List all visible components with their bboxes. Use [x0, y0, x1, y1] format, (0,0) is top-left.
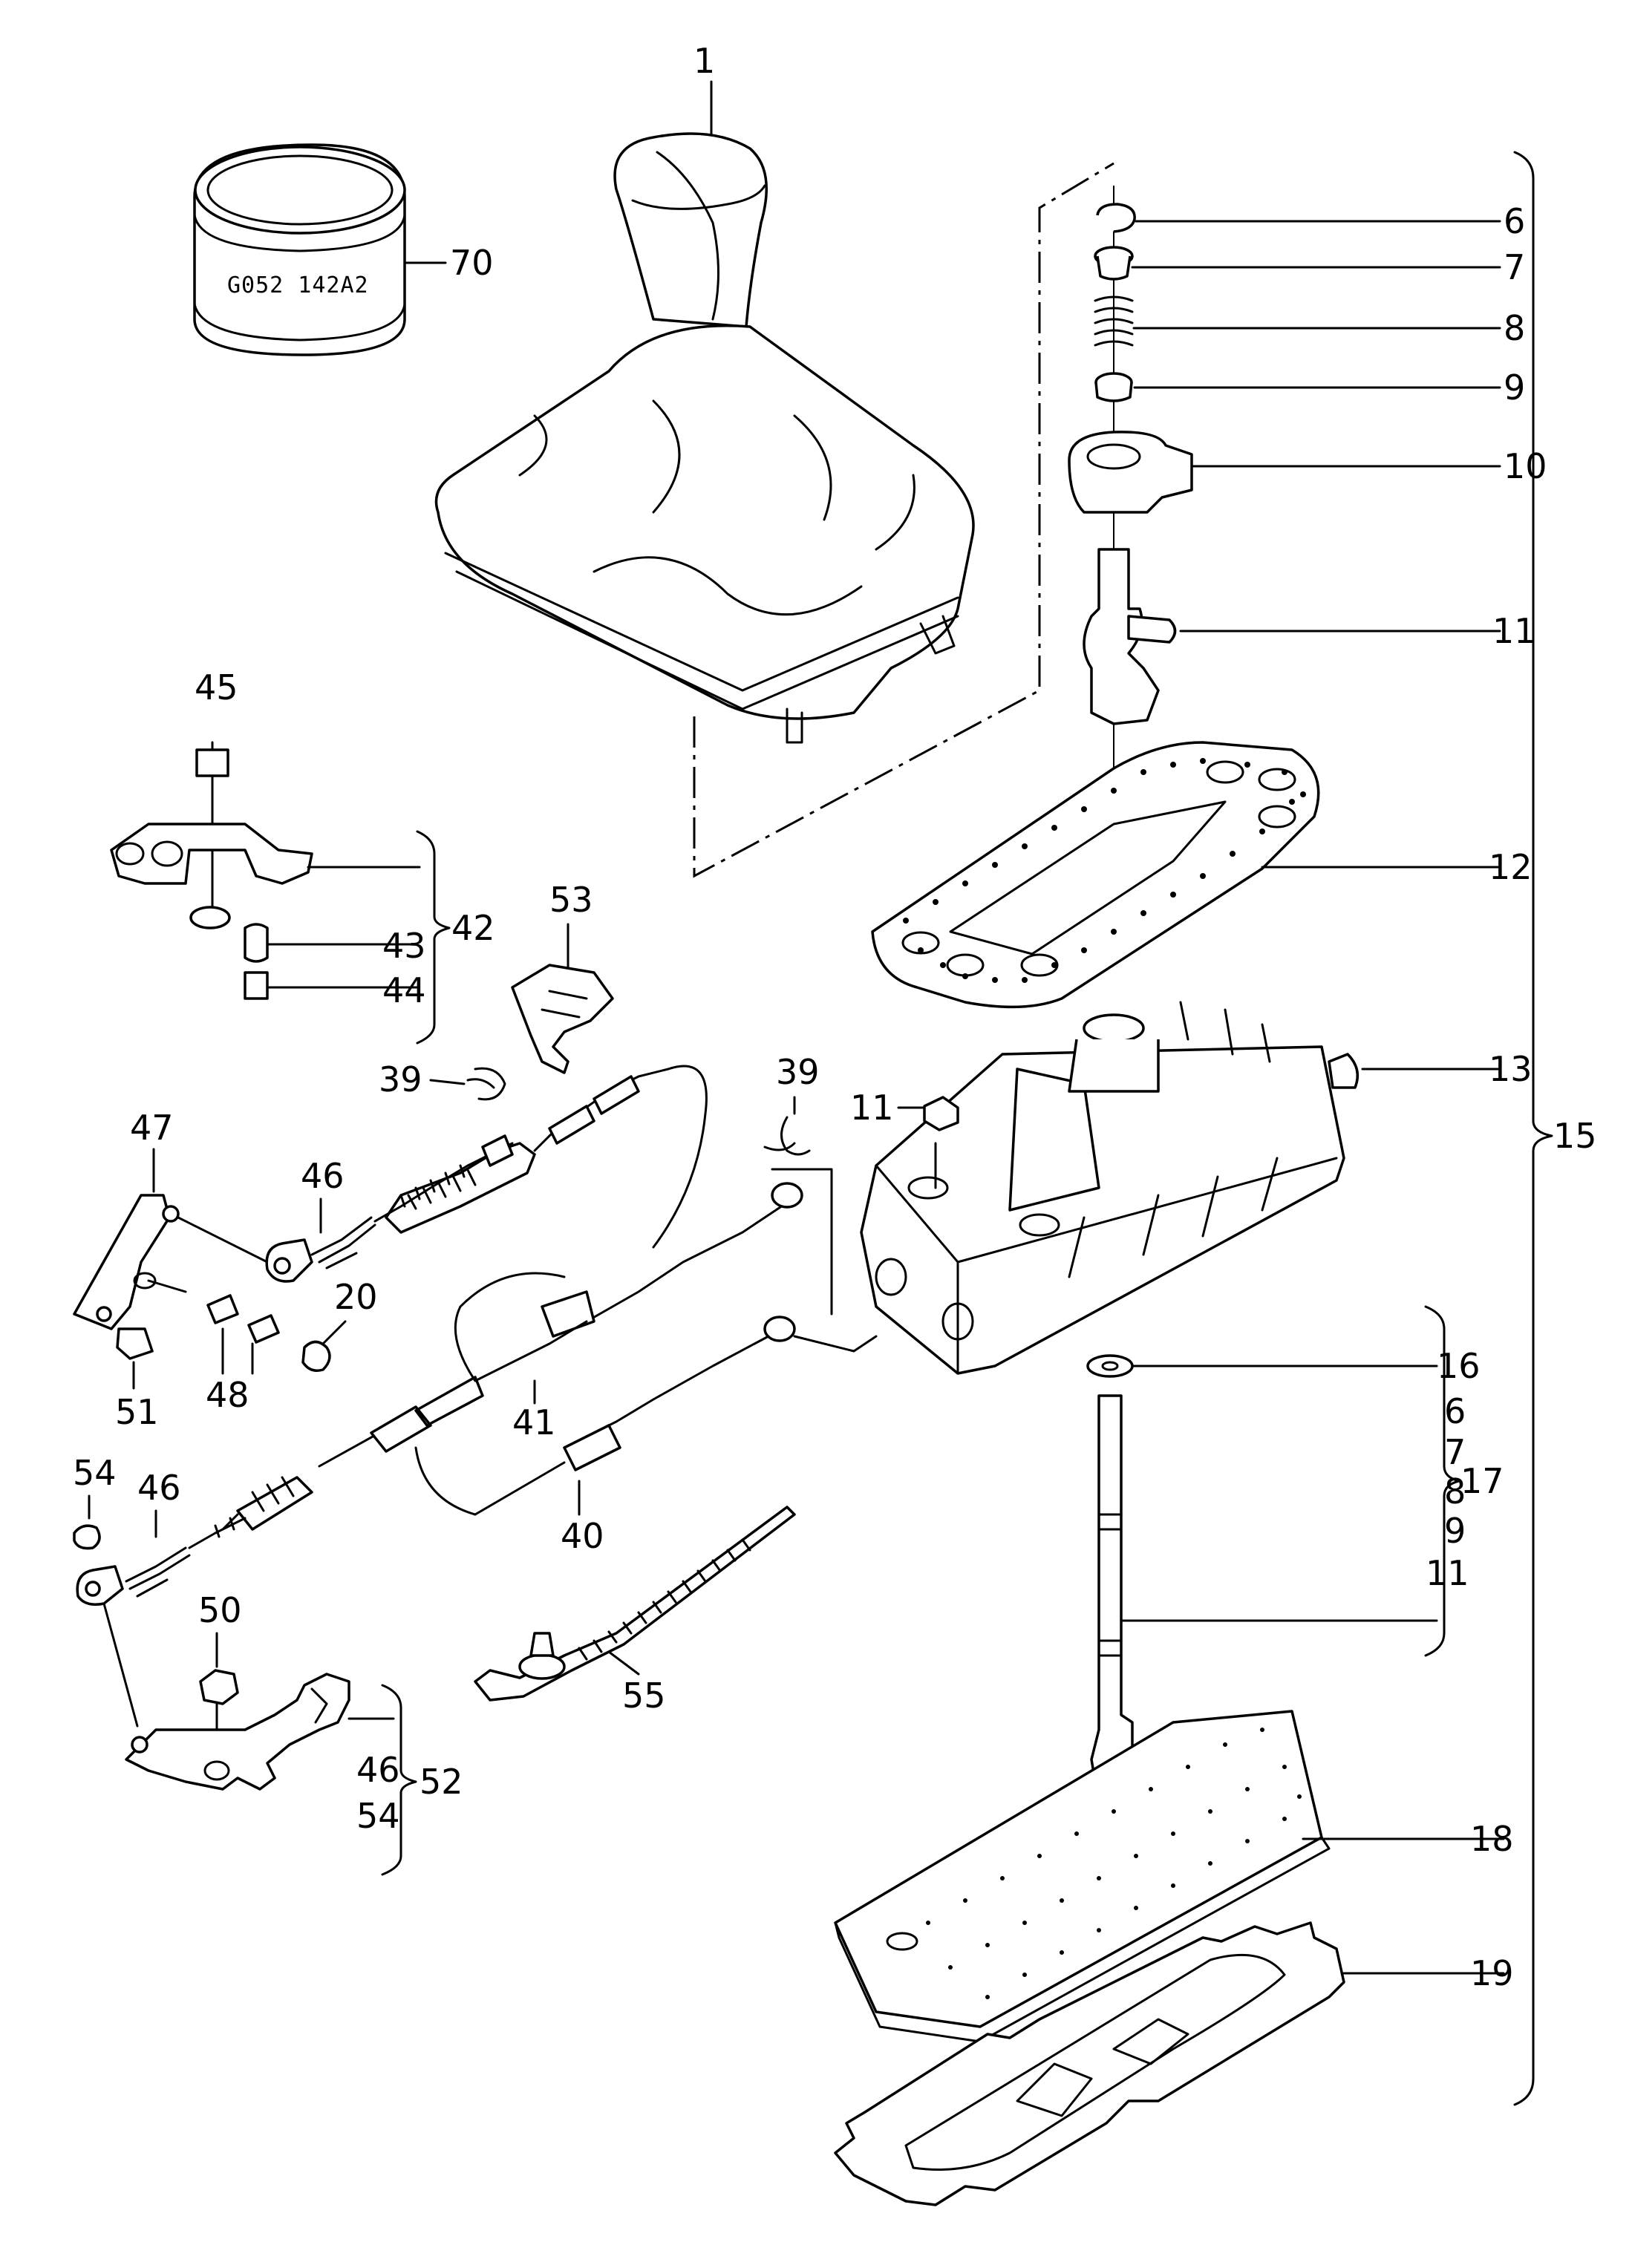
callout-46-lower: 46 [137, 1468, 181, 1508]
threaded-eye-lower-part-46: 54 46 [73, 1453, 247, 1728]
callout-51: 51 [115, 1392, 159, 1432]
clip-part-53: 53 [511, 880, 614, 1074]
callout-52-46: 46 [356, 1750, 400, 1790]
lever-part-47: 47 51 48 20 [73, 1108, 378, 1432]
callout-12: 12 [1489, 847, 1533, 887]
callout-17-7: 7 [1444, 1432, 1466, 1472]
callout-52: 52 [420, 1762, 463, 1802]
callout-11-nut: 11 [850, 1088, 894, 1128]
callout-48: 48 [206, 1375, 249, 1415]
callout-50: 50 [198, 1590, 242, 1630]
callout-17-9: 9 [1444, 1511, 1466, 1551]
callout-70: 70 [450, 243, 494, 283]
grease-tin-part-70: G052 142A2 70 [193, 143, 494, 356]
callout-18: 18 [1470, 1819, 1514, 1859]
callout-6: 6 [1504, 201, 1525, 241]
callout-46-upper: 46 [301, 1156, 345, 1196]
callout-44: 44 [382, 970, 426, 1010]
callout-55: 55 [622, 1676, 666, 1716]
callout-54-left: 54 [73, 1453, 117, 1493]
callout-10: 10 [1504, 446, 1547, 486]
callout-1: 1 [693, 41, 715, 81]
lever-part-52: 50 46 54 52 [125, 1590, 463, 1876]
gasket-dot-pattern [903, 758, 1306, 983]
callout-20: 20 [334, 1277, 378, 1317]
plate-dot-pattern [926, 1728, 1302, 1999]
callout-9: 9 [1504, 367, 1525, 408]
callout-43: 43 [382, 926, 426, 966]
selector-column-parts: 6 7 8 9 10 11 [1068, 186, 1547, 921]
selector-housing: 13 11 [850, 1001, 1533, 1375]
cable-part-40: 39 40 [474, 1052, 878, 1556]
callout-41: 41 [512, 1402, 556, 1442]
tin-marking-text: G052 142A2 [227, 272, 369, 298]
threaded-eye-upper-part-46: 46 [265, 1134, 514, 1283]
cable-part-41: 39 41 [221, 1059, 803, 1531]
bracket-part-42: 45 43 44 42 [110, 667, 495, 1045]
gasket-part-12: 12 [871, 741, 1533, 1009]
callout-45: 45 [195, 667, 238, 707]
callout-13: 13 [1489, 1049, 1533, 1089]
callout-15: 15 [1553, 1116, 1597, 1156]
callout-42: 42 [451, 908, 495, 948]
callout-52-54: 54 [356, 1796, 400, 1836]
callout-17: 17 [1460, 1461, 1504, 1501]
perforated-plate-part-18: 18 [834, 1710, 1514, 2043]
gear-knob-boot-part-1: 1 [434, 41, 975, 744]
callout-53: 53 [549, 880, 593, 920]
callout-17-6: 6 [1444, 1391, 1466, 1431]
callout-7: 7 [1504, 247, 1525, 287]
bracket-15: 15 [1513, 151, 1597, 2106]
callout-17-8: 8 [1444, 1471, 1466, 1512]
callout-11-upper: 11 [1492, 611, 1536, 651]
cable-tie-part-55: 55 [474, 1506, 796, 1716]
seal-part-19: 19 [834, 1921, 1514, 2206]
callout-47: 47 [130, 1108, 174, 1148]
assembly-outline-dashed [693, 162, 1114, 878]
callout-8: 8 [1504, 308, 1525, 348]
callout-17-11: 11 [1426, 1553, 1469, 1593]
callout-40: 40 [561, 1516, 604, 1556]
callout-19: 19 [1470, 1953, 1514, 1993]
callout-39-left: 39 [379, 1059, 422, 1099]
callout-39-right: 39 [776, 1052, 820, 1092]
selector-rod-part-17: 16 6 7 8 9 11 17 [1086, 1305, 1504, 1791]
